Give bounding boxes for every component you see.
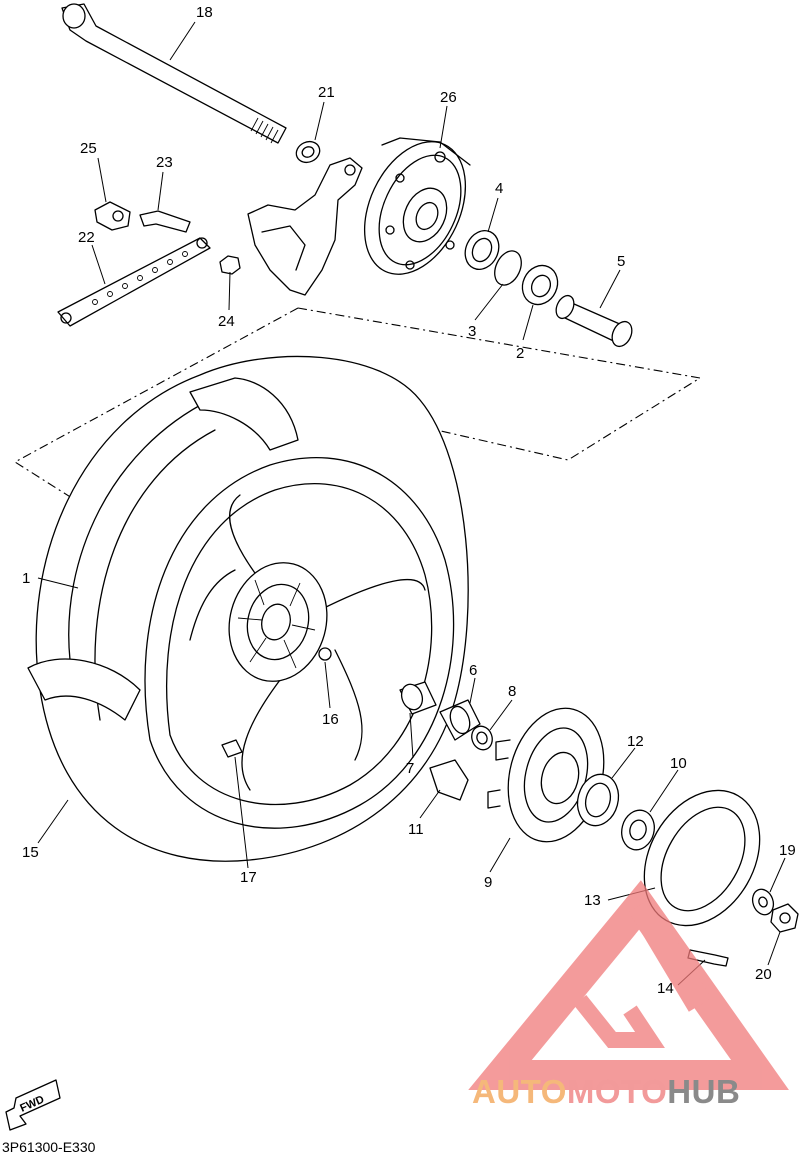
callout-14: 14 [657,980,674,997]
callout-2: 2 [516,345,524,362]
bearing-10-part [621,809,655,851]
callout-21: 21 [318,84,335,101]
callout-25: 25 [80,140,97,157]
callout-15: 15 [22,844,39,861]
callout-16: 16 [322,711,339,728]
watermark-text: AUTOMOTOHUB [472,1073,740,1110]
callout-7: 7 [406,760,414,777]
adjust-plate-part [57,237,211,327]
svg-text:AUTOMOTOHUB: AUTOMOTOHUB [472,1073,740,1110]
oil-seal-8-part [471,725,493,751]
bearing-4-part [464,230,500,270]
callout-4: 4 [495,180,503,197]
bolt-23-part [139,210,191,233]
adjuster-clip-part [94,201,131,231]
callout-9: 9 [484,874,492,891]
sprocket-carrier-part [363,137,471,275]
watermark-hub: HUB [667,1073,740,1110]
callout-10: 10 [670,755,687,772]
nut-20-part [770,903,799,933]
callout-22: 22 [78,229,95,246]
rear-wheel-tire [27,355,469,862]
callout-24: 24 [218,313,235,330]
caliper-bracket-part [247,157,363,296]
callout-17: 17 [240,869,257,886]
callout-19: 19 [779,842,796,859]
callout-20: 20 [755,966,772,983]
damper-part [439,699,481,741]
bearing-2-part [521,264,559,306]
callout-23: 23 [156,154,173,171]
watermark-moto: MOTO [567,1073,667,1110]
figure-code: 3P61300-E330 [2,1139,96,1155]
watermark-auto: AUTO [472,1073,567,1110]
callout-3: 3 [468,323,476,340]
spacer-part [555,294,633,348]
callout-6: 6 [469,662,477,679]
circlip-part [494,250,522,286]
oil-seal-12-part [576,773,620,827]
nut-24-part [219,255,241,275]
callout-12: 12 [627,733,644,750]
collar-part [295,140,321,164]
callout-11: 11 [408,821,424,838]
clip-11-part [429,759,469,801]
callout-8: 8 [508,683,516,700]
callout-5: 5 [617,253,625,270]
washer-19-part [751,888,775,916]
callout-1: 1 [22,570,30,587]
fwd-arrow-icon: FWD [5,1079,61,1131]
watermark-logo-icon [468,880,789,1090]
callout-labels: 18 21 26 25 23 4 22 5 24 3 2 1 6 8 16 12… [22,4,796,997]
collar-7-part [399,681,437,715]
axle-part [61,3,287,144]
callout-18: 18 [196,4,213,21]
callout-26: 26 [440,89,457,106]
callout-13: 13 [584,892,601,909]
